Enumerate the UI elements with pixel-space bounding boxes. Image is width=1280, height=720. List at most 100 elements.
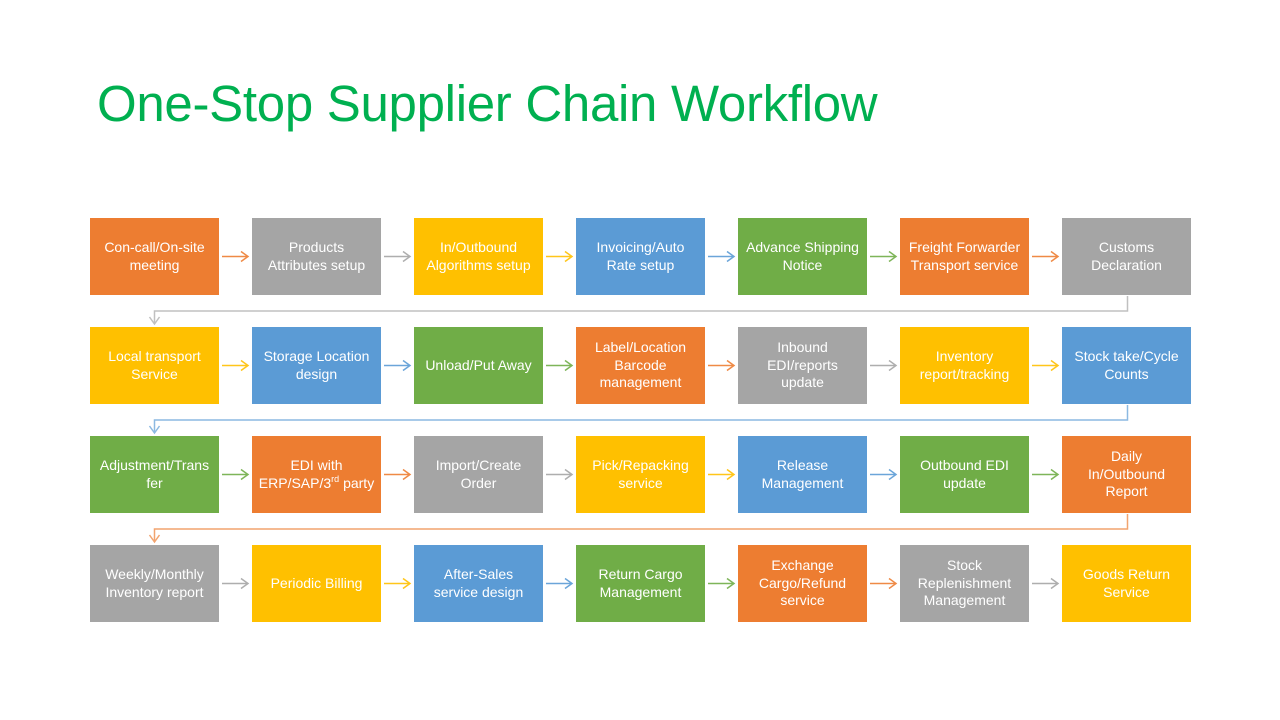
arrow-head-icon [888,468,898,481]
arrow-head-icon [726,359,736,372]
step-label-line: Periodic Billing [270,574,363,591]
page-title: One-Stop Supplier Chain Workflow [97,75,878,132]
step-label-line: Barcode [614,356,667,373]
arrow-head-icon [726,468,736,481]
step-label-line: Outbound EDI [920,457,1009,473]
arrow-head-icon [1050,250,1060,263]
step-label-line: Rate setup [606,256,675,273]
step-label-line: In/Outbound [439,239,518,255]
step-label-line: In/Outbound [1087,465,1166,482]
step-label-line: Advance Shipping [746,239,859,255]
step-label-line: Daily [1110,448,1143,465]
arrow-head-icon [888,577,898,590]
step-label-line: update [781,374,824,391]
step-label-line: Release [776,457,829,473]
step-label-line: After-Sales [443,566,514,582]
step-label-line: Transport service [910,256,1019,273]
step-label-line: update [943,474,986,491]
arrow-head-icon [402,468,412,481]
arrow-head-icon [148,316,161,326]
arrow-head-icon [240,468,250,481]
arrow-head-icon [1050,577,1060,590]
step-label-line: EDI with [290,457,343,473]
workflow-step: Periodic Billing [252,545,381,622]
step-label-line: Stock take/Cycle [1074,348,1179,364]
arrow-head-icon [240,250,250,263]
step-label-line: Replenishment [917,574,1012,591]
step-label-line: service [618,474,663,491]
step-label-line: Order [460,474,497,491]
step-label-line: meeting [129,256,180,273]
step-label-line: Declaration [1091,256,1162,273]
row-wrap-connector [153,514,1129,542]
arrow-head-icon [564,250,574,263]
workflow-step: Unload/Put Away [414,327,543,404]
arrow-head-icon [564,359,574,372]
step-label-line: fer [146,474,163,491]
step-label-line: Notice [782,256,823,273]
step-label-line: Invoicing/Auto [596,239,685,255]
step-label-line: Management [599,583,682,600]
step-label-line: Exchange [771,557,834,574]
step-label-line: Management [923,592,1006,609]
row-wrap-connector [153,405,1129,433]
arrow-head-icon [148,425,161,435]
step-label-line: Weekly/Monthly [105,566,204,582]
step-label-line: Inbound [777,339,828,356]
arrow-head-icon [402,577,412,590]
step-label-line: Freight Forwarder [908,239,1021,255]
arrow-head-icon [564,468,574,481]
step-label-line: Cargo/Refund [758,574,847,591]
arrow-head-icon [564,577,574,590]
step-label-line: ERP/SAP/3rd party [258,473,375,491]
step-label-line: Adjustment/Trans [99,457,210,473]
step-label-line: Stock [946,557,982,574]
arrow-head-icon [240,359,250,372]
step-label-line: Management [761,474,844,491]
step-label-line: Report [1105,483,1148,500]
arrow-head-icon [240,577,250,590]
step-label-line: Label/Location [594,339,687,356]
step-label-line: Pick/Repacking [592,457,689,473]
step-label-line: Local transport [108,348,201,364]
step-label-line: Inventory [935,348,994,364]
step-label-line: Customs [1098,239,1155,255]
arrow-head-icon [726,577,736,590]
arrow-head-icon [402,359,412,372]
step-label-line: Counts [1104,365,1149,382]
step-label-line: Con-call/On-site [104,239,205,255]
step-label-line: design [295,365,338,382]
step-label-line: Unload/Put Away [425,356,532,373]
arrow-head-icon [402,250,412,263]
step-label-line: report/tracking [919,365,1010,382]
arrow-head-icon [726,250,736,263]
step-label-line: Return Cargo [598,566,683,582]
step-label-line: management [599,374,682,391]
step-label-line: service design [433,583,524,600]
step-label-line: EDI/reports [767,356,838,373]
step-label-line: service [780,592,825,609]
